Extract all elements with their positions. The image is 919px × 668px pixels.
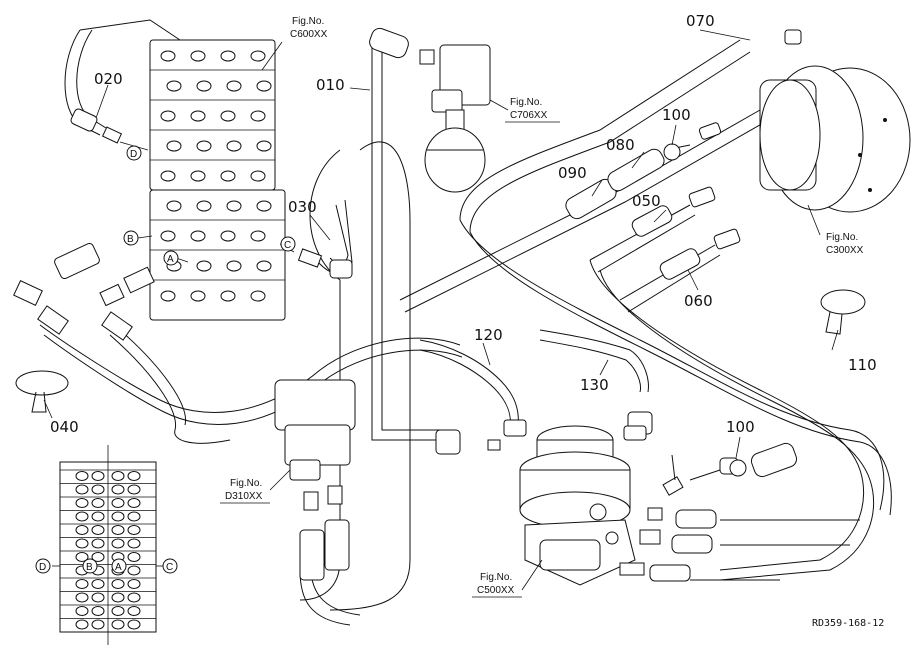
fig-ref-c706-code: C706XX: [510, 110, 548, 121]
part-labels: 010 020 030 040 050 060 070 080 090 100 …: [50, 12, 877, 436]
travel-motor: [664, 29, 911, 250]
part-label-110: 110: [848, 356, 877, 374]
hose-routes: [39, 39, 892, 626]
fig-ref-c600-label: Fig.No.: [292, 16, 324, 27]
fig-ref-c300-label: Fig.No.: [826, 232, 858, 243]
part-label-100b: 100: [726, 418, 755, 436]
left-fittings: [13, 242, 155, 341]
part-label-010: 010: [316, 76, 345, 94]
part-label-070: 070: [686, 12, 715, 30]
fig-ref-c600-code: C600XX: [290, 29, 328, 40]
fig-ref-c300-code: C300XX: [826, 245, 864, 256]
port-marker-c-inset: C: [166, 562, 173, 573]
port-markers: D B A C D B A C: [35, 145, 296, 574]
valve-port-inset: [59, 445, 157, 645]
control-valve: [64, 19, 286, 321]
cable-tie-110: [820, 289, 866, 335]
drawing-code: RD359-168-12: [812, 618, 884, 629]
port-marker-d-inset: D: [39, 562, 46, 573]
fig-ref-c500-code: C500XX: [477, 585, 515, 596]
hose-clamps-100: [663, 143, 747, 477]
port-marker-b-mid: B: [127, 234, 134, 245]
part-label-060: 060: [684, 292, 713, 310]
port-marker-c-mid: C: [284, 240, 291, 251]
part-label-040: 040: [50, 418, 79, 436]
part-label-120: 120: [474, 326, 503, 344]
figure-references: Fig.No. C600XX Fig.No. C706XX Fig.No. C3…: [220, 16, 864, 598]
cable-tie-040: [15, 370, 69, 413]
part-label-100a: 100: [662, 106, 691, 124]
part-label-020: 020: [94, 70, 123, 88]
port-marker-a-inset: A: [115, 562, 122, 573]
accumulator: [369, 27, 491, 193]
pilot-valve: [274, 379, 356, 581]
part-label-090: 090: [558, 164, 587, 182]
fig-ref-c500-label: Fig.No.: [480, 572, 512, 583]
fig-ref-c706-label: Fig.No.: [510, 97, 542, 108]
hose-030: [297, 199, 353, 279]
port-marker-a-mid: A: [167, 254, 174, 265]
part-label-030: 030: [288, 198, 317, 216]
hoses-050-060: [565, 148, 721, 313]
part-label-130: 130: [580, 376, 609, 394]
part-label-050: 050: [632, 192, 661, 210]
swivel-joint: [435, 411, 798, 586]
part-label-080: 080: [606, 136, 635, 154]
fig-ref-d310-label: Fig.No.: [230, 478, 262, 489]
fig-ref-d310-code: D310XX: [225, 491, 263, 502]
port-marker-d-top: D: [130, 149, 137, 160]
port-marker-b-inset: B: [86, 562, 93, 573]
